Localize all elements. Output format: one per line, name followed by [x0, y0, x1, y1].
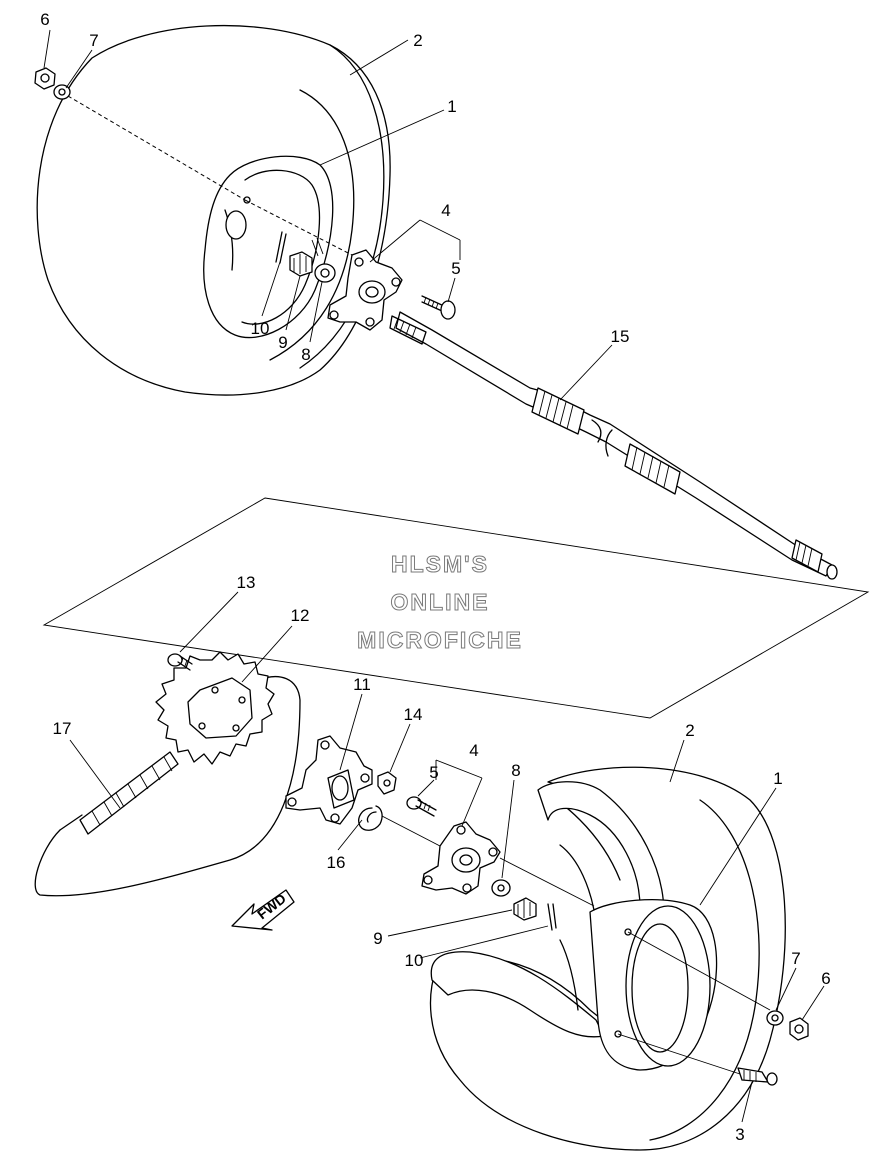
callout-7-lower: 7	[791, 949, 800, 968]
upper-tire	[36, 24, 391, 396]
callout-6-lower: 6	[821, 969, 830, 988]
circlip-line	[381, 815, 441, 847]
circlip-16	[358, 805, 383, 831]
callout-16: 16	[327, 853, 346, 872]
callout-1-lower: 1	[773, 769, 782, 788]
callout-5: 5	[451, 259, 460, 278]
upper-hash	[311, 237, 324, 257]
lower-hub-4	[421, 821, 501, 895]
callout-2-lower: 2	[685, 721, 694, 740]
callout-7: 7	[89, 31, 98, 50]
leader-lines	[43, 29, 825, 1123]
upper-hub-4	[244, 199, 403, 331]
upper-cotter-pin-10	[275, 231, 287, 264]
upper-stud-dash	[67, 95, 246, 201]
callout-9: 9	[278, 333, 287, 352]
upper-washer-8	[314, 263, 336, 283]
callout-4-lower: 4	[469, 741, 478, 760]
lower-tire	[429, 766, 786, 1151]
fwd-arrow: FWD	[231, 889, 295, 931]
watermark: HLSM'S ONLINE MICROFICHE	[357, 551, 523, 654]
watermark-line2: ONLINE	[391, 589, 490, 615]
callout-1: 1	[447, 97, 456, 116]
callout-numbers-lower: 13 12 17 11 14 4 5 8 16 2 1 9 10 7 6 3	[53, 573, 831, 1144]
valve-3	[737, 1067, 778, 1086]
callout-6: 6	[40, 10, 49, 29]
callout-8-lower: 8	[511, 761, 520, 780]
upper-bolt-5	[421, 295, 456, 320]
valve-line	[617, 1033, 741, 1075]
callout-17: 17	[53, 719, 72, 738]
callout-10: 10	[251, 319, 270, 338]
callout-numbers-upper: 6 7 2 1 4 5 15 10 9 8	[40, 10, 629, 364]
lower-nut-6	[789, 1017, 809, 1041]
callout-15: 15	[611, 327, 630, 346]
callout-14: 14	[404, 705, 423, 724]
callout-3: 3	[735, 1125, 744, 1144]
chain-links	[79, 751, 179, 835]
callout-5-lower: 5	[429, 763, 438, 782]
upper-nut-6	[34, 67, 56, 90]
divider-outline	[42, 497, 870, 719]
callout-13: 13	[237, 573, 256, 592]
lower-washer-7	[766, 1010, 784, 1026]
watermark-line3: MICROFICHE	[357, 627, 523, 653]
callout-10-lower: 10	[405, 951, 424, 970]
callout-4: 4	[441, 201, 450, 220]
upper-castle-nut-9	[289, 251, 313, 277]
bolt-13	[167, 653, 193, 671]
nut-14	[377, 771, 397, 795]
callout-12: 12	[291, 606, 310, 625]
upper-washer-7	[53, 84, 71, 100]
lower-cotter-pin-10	[547, 903, 557, 931]
sprocket-hub-11	[285, 735, 373, 825]
stud-line-lower	[627, 931, 771, 1011]
sprocket-12	[155, 651, 275, 765]
hub-line	[499, 857, 595, 907]
lower-bolt-5	[406, 796, 437, 817]
callout-8: 8	[301, 345, 310, 364]
chain-17	[34, 676, 301, 897]
lower-castle-nut-9	[513, 897, 537, 921]
lower-washer-8	[491, 879, 511, 897]
callout-11: 11	[353, 675, 371, 694]
axle-15	[389, 311, 838, 580]
callout-9-lower: 9	[373, 929, 382, 948]
callout-2: 2	[413, 31, 422, 50]
watermark-line1: HLSM'S	[391, 551, 489, 577]
